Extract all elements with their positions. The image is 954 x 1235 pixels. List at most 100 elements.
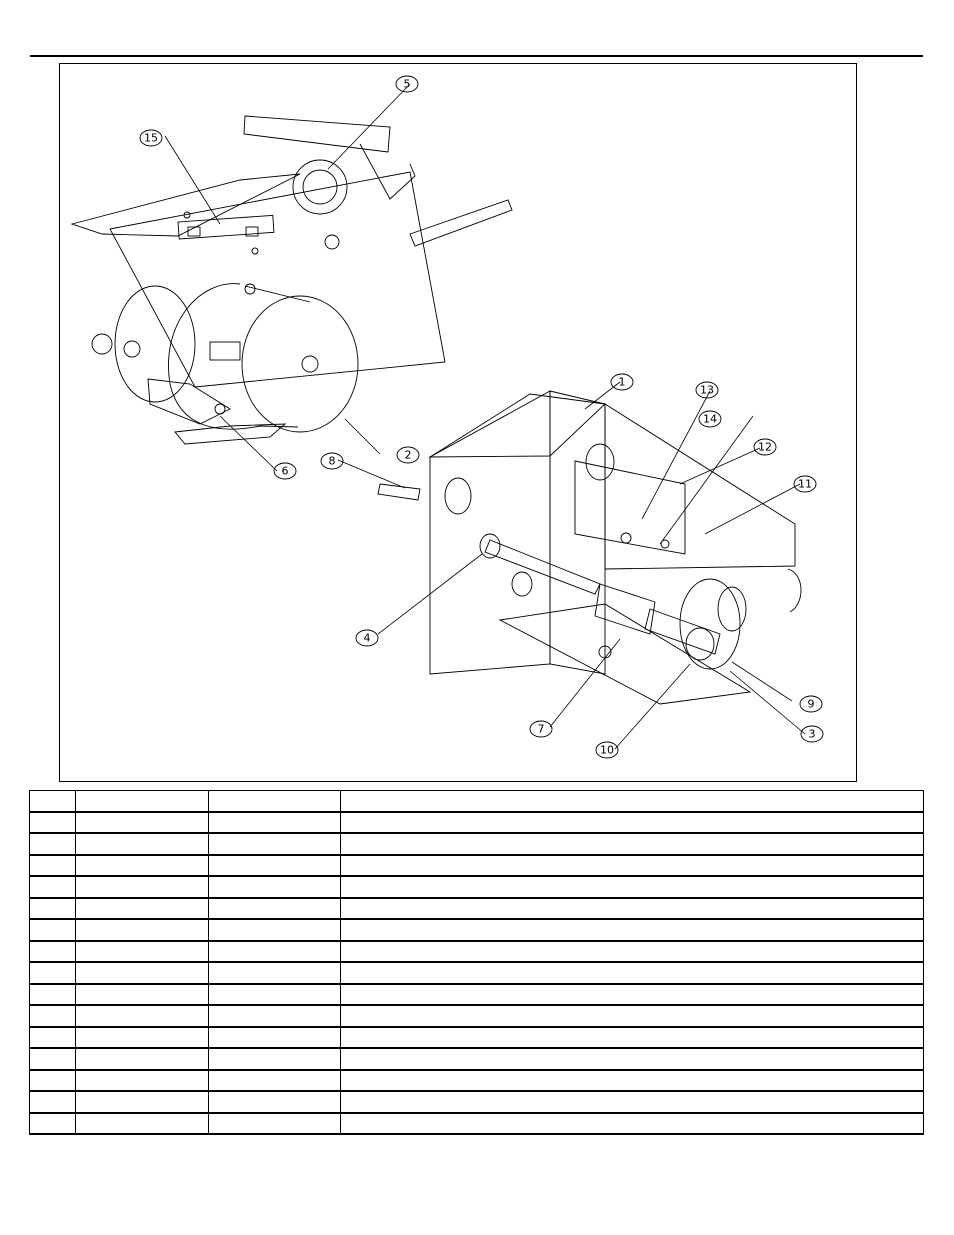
table-cell	[208, 1026, 341, 1049]
housing-side	[549, 390, 606, 675]
header-cell	[75, 790, 209, 812]
table-cell	[208, 1112, 341, 1135]
callout-1-label: 1	[619, 376, 626, 389]
table-row	[29, 1069, 924, 1092]
table-cell	[340, 1026, 924, 1049]
table-row	[29, 940, 924, 963]
parts-table-body	[29, 811, 924, 1135]
callout-3-label: 3	[809, 728, 816, 741]
header-cell	[208, 790, 341, 812]
callout-7-label: 7	[538, 723, 545, 736]
table-row	[29, 1112, 924, 1135]
motor-shaft-end	[91, 333, 113, 355]
callout-leaders	[164, 83, 806, 750]
bracket-upper-tab	[243, 115, 391, 153]
table-cell	[208, 1069, 341, 1092]
table-cell	[29, 1047, 76, 1070]
header-cell	[29, 790, 76, 812]
table-cell	[75, 1090, 209, 1113]
table-cell	[340, 854, 924, 877]
table-cell	[340, 811, 924, 834]
table-cell	[75, 940, 209, 963]
table-row	[29, 1047, 924, 1070]
part-1-housing-front	[429, 390, 551, 675]
part-7-coupling	[594, 583, 656, 635]
table-cell	[340, 1069, 924, 1092]
table-cell	[340, 918, 924, 941]
table-cell	[75, 1026, 209, 1049]
table-row	[29, 918, 924, 941]
table-row	[29, 1004, 924, 1027]
table-cell	[29, 940, 76, 963]
table-cell	[75, 983, 209, 1006]
table-row	[29, 854, 924, 877]
callout-5-label: 5	[404, 78, 411, 91]
table-cell	[29, 1069, 76, 1092]
motor-mount-bracket	[147, 378, 231, 425]
table-cell	[340, 897, 924, 920]
part-4-bushing	[479, 533, 501, 559]
table-cell	[340, 940, 924, 963]
table-cell	[340, 1112, 924, 1135]
table-cell	[75, 875, 209, 898]
part-2-motor-cap	[241, 295, 359, 433]
housing-base	[498, 603, 752, 705]
motor-body	[168, 283, 299, 430]
drive-shaft	[484, 539, 601, 595]
table-cell	[208, 1004, 341, 1027]
table-cell	[75, 1004, 209, 1027]
table-cell	[208, 961, 341, 984]
callout-10-label: 10	[600, 744, 614, 757]
table-cell	[29, 811, 76, 834]
table-cell	[29, 983, 76, 1006]
part-9-roller	[685, 627, 715, 661]
part-3-wheel	[679, 578, 741, 670]
table-cell	[208, 854, 341, 877]
table-header-row	[29, 790, 924, 812]
table-cell	[340, 1047, 924, 1070]
table-cell	[340, 1090, 924, 1113]
table-cell	[29, 961, 76, 984]
part-6-screw	[214, 403, 226, 415]
part-14-screw	[620, 532, 632, 544]
table-cell	[208, 875, 341, 898]
table-row	[29, 1090, 924, 1113]
part-10-cam	[644, 608, 721, 655]
table-cell	[208, 940, 341, 963]
table-cell	[75, 897, 209, 920]
table-row	[29, 961, 924, 984]
part-15-terminal-strip	[177, 214, 275, 240]
table-cell	[75, 832, 209, 855]
table-cell	[340, 832, 924, 855]
table-cell	[29, 1090, 76, 1113]
callout-4-label: 4	[364, 632, 371, 645]
table-cell	[29, 832, 76, 855]
table-row	[29, 832, 924, 855]
table-cell	[75, 854, 209, 877]
table-row	[29, 1026, 924, 1049]
housing-inner-wall	[604, 403, 796, 570]
motor-terminal	[209, 341, 241, 361]
table-cell	[75, 811, 209, 834]
callout-11-label: 11	[798, 478, 812, 491]
part-12-circuit-board	[574, 460, 686, 555]
table-cell	[75, 1069, 209, 1092]
table-cell	[29, 918, 76, 941]
table-cell	[29, 875, 76, 898]
callout-6-label: 6	[282, 465, 289, 478]
callout-8-label: 8	[329, 455, 336, 468]
table-cell	[29, 1026, 76, 1049]
parts-list-table	[29, 790, 924, 1135]
table-cell	[29, 1004, 76, 1027]
exploded-assembly-drawing: 1 2 3 4 5 6 7 8 9 10 11 12 13 14 15	[59, 63, 857, 782]
table-cell	[340, 1004, 924, 1027]
table-row	[29, 811, 924, 834]
table-cell	[208, 1047, 341, 1070]
table-cell	[208, 918, 341, 941]
table-cell	[208, 983, 341, 1006]
callout-13-label: 13	[700, 384, 714, 397]
table-cell	[29, 1112, 76, 1135]
page-top-rule	[30, 55, 923, 57]
bracket-top-flange	[70, 173, 301, 237]
table-row	[29, 897, 924, 920]
